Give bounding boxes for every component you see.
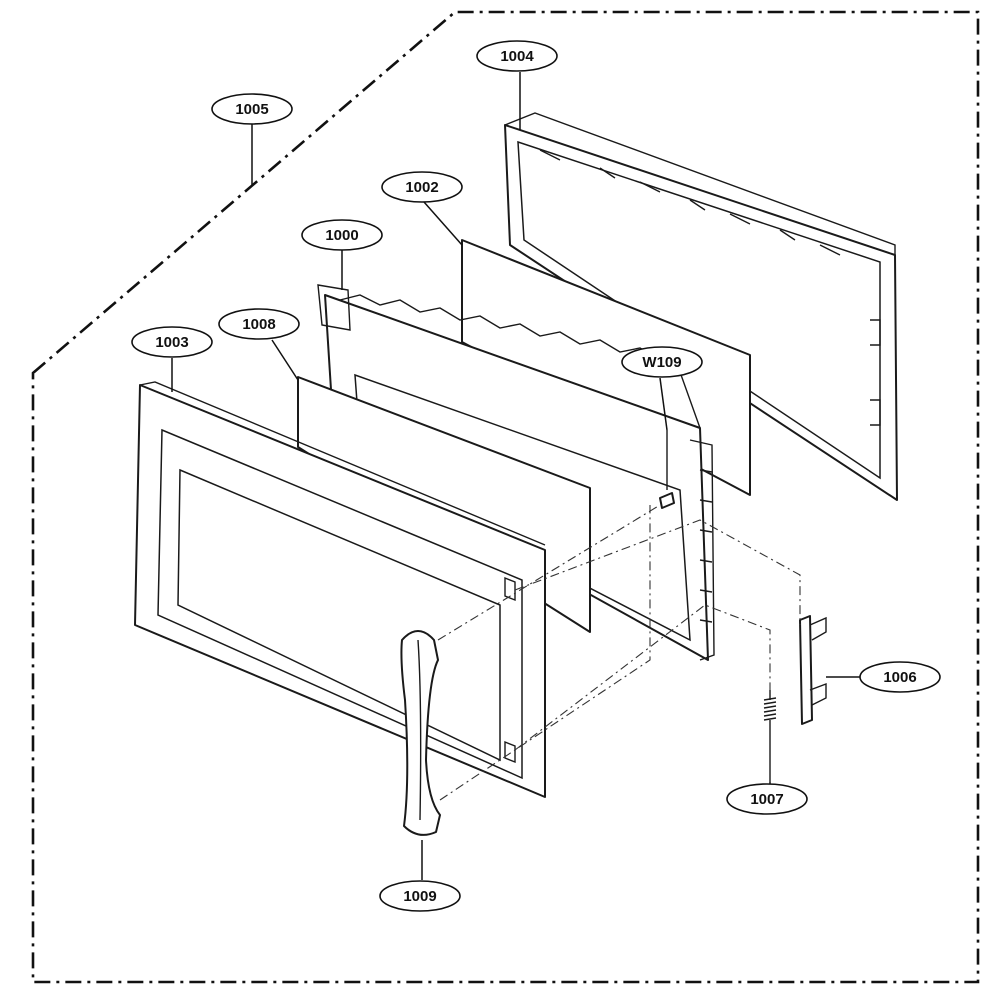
callout-1008: 1008 [218, 308, 300, 340]
callout-1007: 1007 [726, 783, 808, 815]
callout-1000-label: 1000 [325, 227, 358, 244]
callout-1009: 1009 [379, 880, 461, 912]
callout-1006-label: 1006 [883, 669, 916, 686]
callout-w109-label: W109 [642, 354, 681, 371]
callout-1002: 1002 [381, 171, 463, 203]
callout-1003: 1003 [131, 326, 213, 358]
callout-1003-label: 1003 [155, 334, 188, 351]
part-1006-latch [799, 615, 827, 725]
callout-1002-label: 1002 [405, 179, 438, 196]
callout-1005-label: 1005 [235, 101, 268, 118]
part-w109-screw [659, 430, 675, 509]
assembly-lines [437, 504, 801, 801]
callout-1005: 1005 [211, 93, 293, 125]
callout-1007-label: 1007 [750, 791, 783, 808]
part-1009-handle [400, 630, 441, 836]
assembly-boundary [31, 10, 980, 984]
part-1007-spring [763, 690, 777, 782]
callout-1004: 1004 [476, 40, 558, 72]
callout-1000: 1000 [301, 219, 383, 251]
callout-w109: W109 [621, 346, 703, 378]
callout-1006: 1006 [859, 661, 941, 693]
callout-1009-label: 1009 [403, 888, 436, 905]
callout-1008-label: 1008 [242, 316, 275, 333]
callout-1004-label: 1004 [500, 48, 534, 65]
